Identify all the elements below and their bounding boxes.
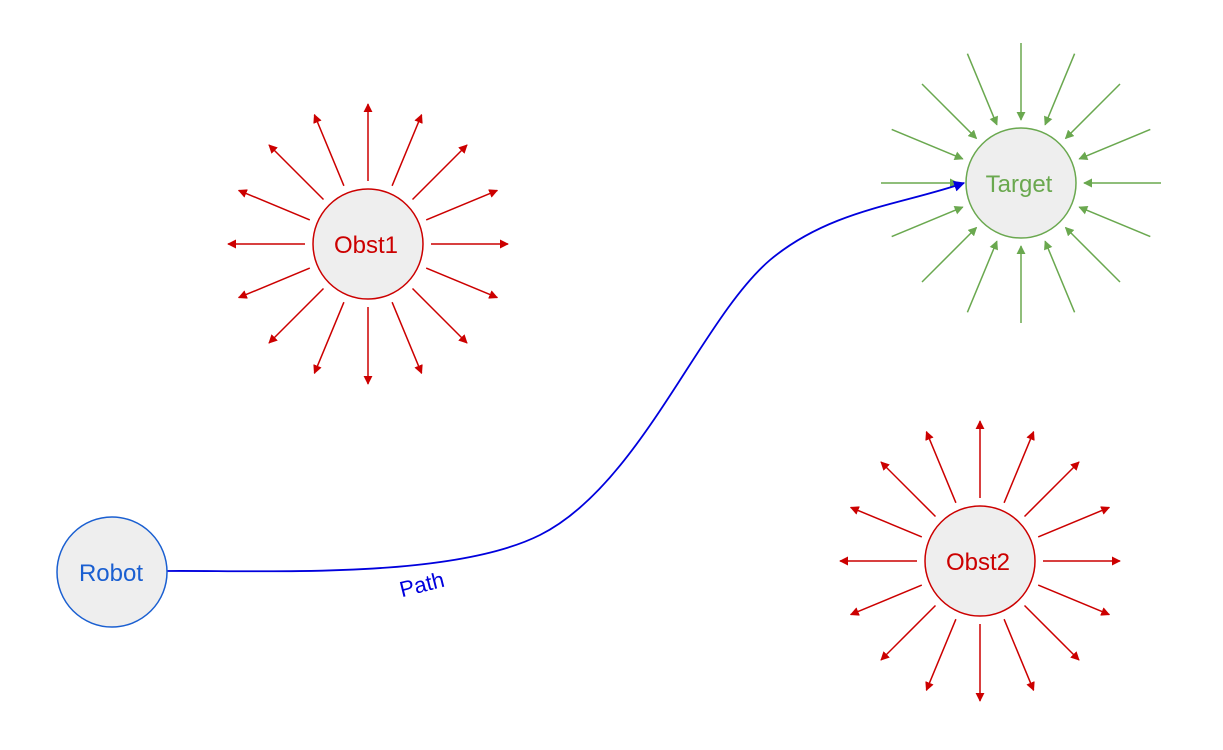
obst1-field-arrow (313, 301, 345, 375)
obst2-field-arrow (1003, 618, 1035, 692)
obst1-field-arrow (411, 287, 468, 344)
target-field-arrow (1078, 206, 1151, 238)
robot-node: Robot (56, 516, 168, 628)
obst2-field-arrow (849, 506, 923, 538)
obst1-field-arrow (313, 113, 345, 187)
obst2-node: Obst2 (924, 505, 1036, 617)
path-curve (165, 181, 966, 573)
obst2-circle (924, 505, 1036, 617)
obst2-field-arrow (1037, 506, 1111, 538)
obst1-field-arrow (268, 287, 325, 344)
robot-circle (56, 516, 168, 628)
obst1-repulsive-field (227, 103, 509, 385)
obst2-field-arrow (880, 604, 937, 661)
obst1-field-arrow (268, 144, 325, 201)
obst1-field-arrow (391, 301, 423, 375)
obst2-field-arrow (1037, 584, 1111, 616)
target-field-arrow (1064, 83, 1121, 140)
obst2-field-arrow (849, 584, 923, 616)
target-field-arrow (966, 240, 998, 313)
target-field-arrow (1044, 53, 1076, 126)
obst2-field-arrow (925, 618, 957, 692)
path-label: Path (397, 567, 447, 602)
target-field-arrow (891, 206, 964, 238)
obst2-field-arrow (1003, 430, 1035, 504)
obst2-field-arrow (880, 461, 937, 518)
target-field-arrow (921, 226, 978, 283)
target-field-arrow (1064, 226, 1121, 283)
target-circle (965, 127, 1077, 239)
obst1-field-arrow (411, 144, 468, 201)
target-field-arrow (921, 83, 978, 140)
obst2-field-arrow (1023, 461, 1080, 518)
obst1-field-arrow (425, 189, 499, 221)
obst2-label: Obst2 (946, 549, 1010, 576)
obst1-field-arrow (237, 267, 311, 299)
obst1-field-arrow (391, 113, 423, 187)
target-attractive-field (881, 43, 1161, 323)
obst1-field-arrow (425, 267, 499, 299)
obst1-label: Obst1 (334, 232, 398, 259)
obst2-repulsive-field (839, 420, 1121, 702)
obst2-field-arrow (925, 430, 957, 504)
target-field-arrow (966, 53, 998, 126)
obst2-field-arrow (1023, 604, 1080, 661)
target-label: Target (986, 171, 1053, 198)
target-field-arrow (1078, 128, 1151, 160)
obst1-circle (312, 188, 424, 300)
obst1-field-arrow (237, 189, 311, 221)
obst1-node: Obst1 (312, 188, 424, 300)
robot-label: Robot (79, 560, 143, 587)
target-field-arrow (1044, 240, 1076, 313)
target-node: Target (965, 127, 1077, 239)
target-field-arrow (891, 128, 964, 160)
